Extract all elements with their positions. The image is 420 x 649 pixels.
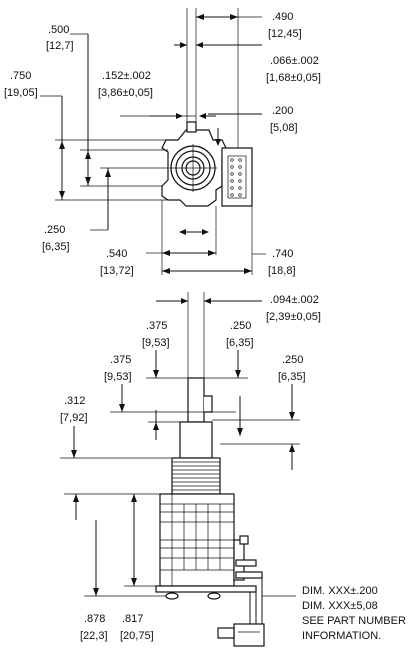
note-line-2: DIM. XXX±5,08 — [302, 600, 378, 612]
terminal-connector — [233, 623, 265, 647]
dim-540: .540 — [106, 248, 127, 260]
dim-094: .094±.002 — [270, 294, 319, 306]
dim-200-mm: [5,08] — [270, 122, 298, 134]
dim-500: .500 — [48, 24, 69, 36]
dim-540-mm: [13,72] — [100, 265, 134, 277]
dim-490-mm: [12,45] — [268, 28, 302, 40]
threaded-section — [171, 457, 221, 495]
dim-375-lower: .375 — [110, 354, 131, 366]
dim-375-upper: .375 — [146, 320, 167, 332]
note-line-3: SEE PART NUMBER — [302, 615, 406, 627]
thread-lines — [172, 461, 220, 491]
dim-312-mm: [7,92] — [60, 412, 88, 424]
dim-490: .490 — [272, 11, 293, 23]
dim-375-upper-mm: [9,53] — [142, 337, 170, 349]
dim-817-mm: [20,75] — [120, 630, 154, 642]
dim-375-lower-mm: [9,53] — [104, 371, 132, 383]
shaft — [187, 377, 205, 423]
dim-200: .200 — [272, 105, 293, 117]
dim-500-mm: [12,7] — [46, 40, 74, 52]
dim-066-mm: [1,68±0,05] — [266, 72, 321, 84]
dim-152: .152±.002 — [102, 70, 151, 82]
dim-250-right-mm: [6,35] — [278, 371, 306, 383]
housing-detail — [160, 494, 234, 586]
dim-152-mm: [3,86±0,05] — [98, 87, 153, 99]
dim-066: .066±.002 — [270, 55, 319, 67]
dim-740-mm: [18,8] — [268, 265, 296, 277]
note-line-1: DIM. XXX±.200 — [302, 585, 378, 597]
note-line-4: INFORMATION. — [302, 630, 381, 642]
dim-817: .817 — [122, 613, 143, 625]
dim-740: .740 — [272, 248, 293, 260]
tolerance-notes: DIM. XXX±.200 DIM. XXX±5,08 SEE PART NUM… — [302, 585, 406, 642]
dim-750-mm: [19,05] — [4, 87, 38, 99]
dim-250-top-mm: [6,35] — [42, 241, 70, 253]
dim-878-mm: [22,3] — [80, 630, 108, 642]
dim-250-upper: .250 — [230, 320, 251, 332]
bushing — [179, 421, 213, 459]
connector-block — [221, 147, 253, 207]
dimension-labels: .490 [12,45] .500 [12,7] .066±.002 [1,68… — [4, 11, 321, 642]
side-view — [60, 292, 300, 647]
dim-312: .312 — [64, 395, 85, 407]
connector-pins — [230, 158, 242, 197]
dim-094-mm: [2,39±0,05] — [266, 311, 321, 323]
dim-750: .750 — [10, 70, 31, 82]
dim-878: .878 — [84, 613, 105, 625]
dim-250-right: .250 — [282, 354, 303, 366]
dim-250-top: .250 — [44, 224, 65, 236]
top-view — [40, 8, 266, 275]
dim-250-upper-mm: [6,35] — [226, 337, 254, 349]
